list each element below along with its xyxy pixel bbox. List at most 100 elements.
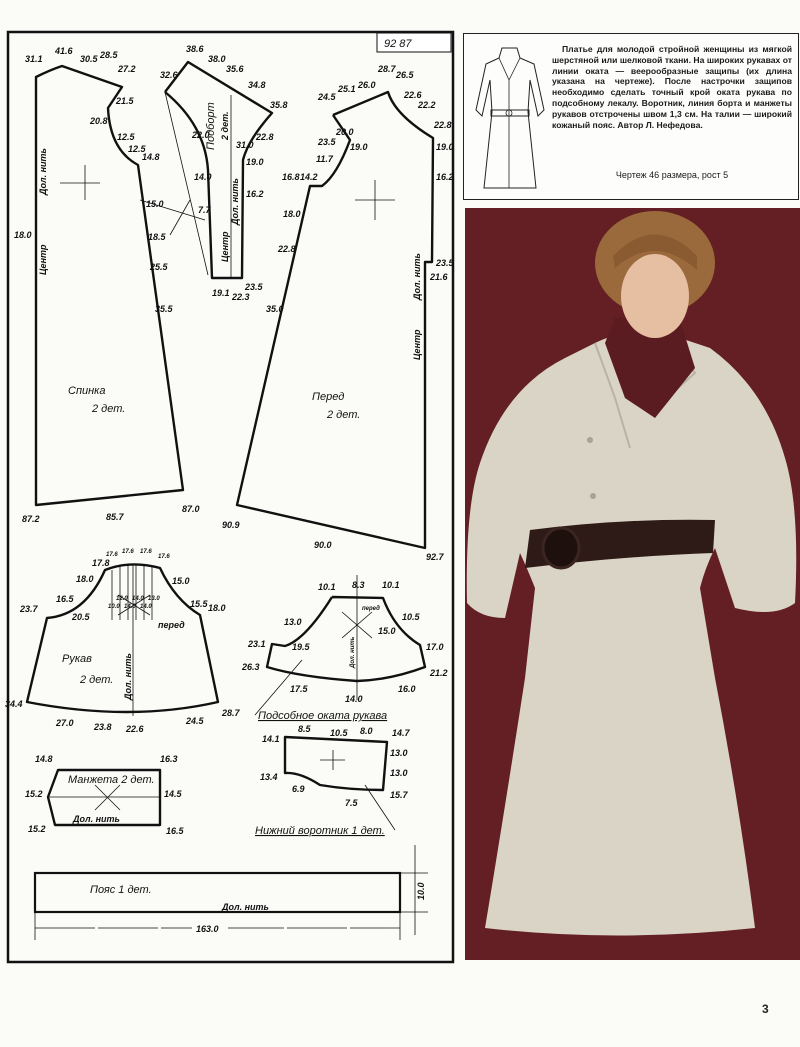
piece-name: Перед <box>312 391 344 403</box>
pattern-piece-back: 31.1 41.6 30.5 28.5 27.2 21.5 20.8 12.5 … <box>14 46 206 524</box>
grain-label: Дол. нить <box>230 178 240 226</box>
piece-count: 2 дет. <box>326 409 360 421</box>
front-mark: перед <box>362 606 380 612</box>
pattern-piece-sleeve-lining: 10.1 8.3 10.1 13.0 10.5 15.0 23.1 19.5 1… <box>241 575 448 722</box>
measurement: 13.0 <box>390 768 408 778</box>
measurement: 12.5 <box>128 144 147 154</box>
measurement: 31.1 <box>25 54 43 64</box>
measurement: 23.5 <box>244 282 264 292</box>
grain-label: Дол. нить <box>412 253 422 301</box>
measurement: 21.5 <box>115 96 135 106</box>
measurement: 90.0 <box>314 540 332 550</box>
measurement: 18.0 <box>208 603 226 613</box>
measurement: 6.9 <box>292 784 305 794</box>
measurement: 23.5 <box>435 258 455 268</box>
measurement: 16.3 <box>160 754 178 764</box>
grain-label: Дол. нить <box>350 636 356 669</box>
measurement: 21.2 <box>429 668 448 678</box>
face <box>621 254 689 338</box>
measurement: 20.8 <box>89 116 108 126</box>
center-label: Центр <box>412 329 422 360</box>
measurement: 13.0 <box>284 617 302 627</box>
coat <box>466 331 797 936</box>
measurement: 23.1 <box>247 639 266 649</box>
measurement: 15.2 <box>25 789 43 799</box>
measurement: 14.0 <box>194 172 212 182</box>
measurement: 35.5 <box>155 304 174 314</box>
measurement: 19.0 <box>436 142 454 152</box>
front-mark: перед <box>158 620 185 630</box>
pattern-number: 92 87 <box>384 38 412 50</box>
measurement: 14.7 <box>392 728 411 738</box>
measurement: 41.6 <box>54 46 74 56</box>
measurement: 30.5 <box>80 54 99 64</box>
measurement: 20.5 <box>71 612 91 622</box>
measurement: 10.5 <box>402 612 421 622</box>
measurement: 23.8 <box>93 722 112 732</box>
dart-length: 12.0 <box>116 596 128 602</box>
piece-name: Пояс 1 дет. <box>90 884 152 896</box>
dart-length: 14.0 <box>140 604 152 610</box>
measurement: 23.5 <box>317 137 337 147</box>
pattern-piece-facing: 32.6 38.6 38.0 35.6 34.8 35.8 31.0 22.8 … <box>160 44 288 302</box>
pattern-piece-sleeve: 10.0 12.0 14.0 14.0 14.0 13.0 23.7 16.5 … <box>5 549 241 734</box>
measurement: 85.7 <box>106 512 125 522</box>
measurement: 38.0 <box>208 54 226 64</box>
piece-name: Подборт <box>205 102 217 150</box>
grain-label: Дол. нить <box>123 653 133 701</box>
measurement: 16.8 <box>282 172 300 182</box>
description-text: Платье для молодой стройной женщины из м… <box>552 44 792 130</box>
model-photo <box>465 208 800 960</box>
measurement: 17.6 <box>122 549 134 555</box>
measurement: 14.0 <box>345 694 363 704</box>
measurement: 32.6 <box>160 70 179 80</box>
measurement: 17.5 <box>290 684 309 694</box>
measurement: 19.0 <box>246 157 264 167</box>
measurement: 15.7 <box>390 790 409 800</box>
measurement: 28.7 <box>377 64 397 74</box>
measurement: 17.8 <box>92 558 110 568</box>
page-number: 3 <box>762 1002 769 1016</box>
measurement: 22.8 <box>255 132 274 142</box>
measurement: 16.0 <box>398 684 416 694</box>
measurement: 28.7 <box>221 708 241 718</box>
measurement: 12.5 <box>117 132 136 142</box>
belt-width: 10.0 <box>416 882 426 900</box>
grain-label: Дол. нить <box>221 902 269 912</box>
measurement: 26.5 <box>395 70 415 80</box>
measurement: 15.2 <box>28 824 46 834</box>
measurement: 7.5 <box>345 798 359 808</box>
measurement: 22.6 <box>403 90 423 100</box>
pattern-piece-cuff: 14.8 16.3 15.2 14.5 15.2 16.5 Манжета 2 … <box>25 754 185 836</box>
measurement: 18.0 <box>76 574 94 584</box>
measurement: 22.8 <box>277 244 296 254</box>
piece-count: 2 дет. <box>79 674 113 686</box>
center-label: Центр <box>38 244 48 275</box>
piece-name: Рукав <box>62 653 92 665</box>
sleeve-darts <box>111 565 153 620</box>
measurement: 14.2 <box>300 172 318 182</box>
piece-name: Подсобное оката рукава <box>258 710 387 722</box>
measurement: 90.9 <box>222 520 240 530</box>
measurement: 20.0 <box>335 127 354 137</box>
measurement: 11.7 <box>316 154 334 164</box>
measurement: 22.6 <box>125 724 145 734</box>
sewing-pattern-sheet: 92 87 31.1 41.6 30.5 28.5 27.2 21.5 20.8… <box>5 30 455 964</box>
dart-length: 14.0 <box>124 604 136 610</box>
measurement: 14.5 <box>164 789 183 799</box>
measurement: 34.8 <box>248 80 266 90</box>
grain-label: Дол. нить <box>72 814 120 824</box>
measurement: 15.0 <box>172 576 190 586</box>
pattern-piece-front: 24.5 25.1 26.0 28.7 26.5 22.6 22.2 22.8 … <box>222 64 455 562</box>
piece-count: 2 дет. <box>91 403 125 415</box>
measurement: 22.3 <box>231 292 250 302</box>
measurement: 14.8 <box>35 754 53 764</box>
piece-name: Манжета 2 дет. <box>68 774 155 786</box>
measurement: 14.1 <box>262 734 280 744</box>
measurement: 87.0 <box>182 504 200 514</box>
piece-count: 2 дет. <box>220 112 230 141</box>
measurement: 27.0 <box>55 718 74 728</box>
measurement: 8.5 <box>298 724 312 734</box>
dress-sketch <box>475 47 545 189</box>
